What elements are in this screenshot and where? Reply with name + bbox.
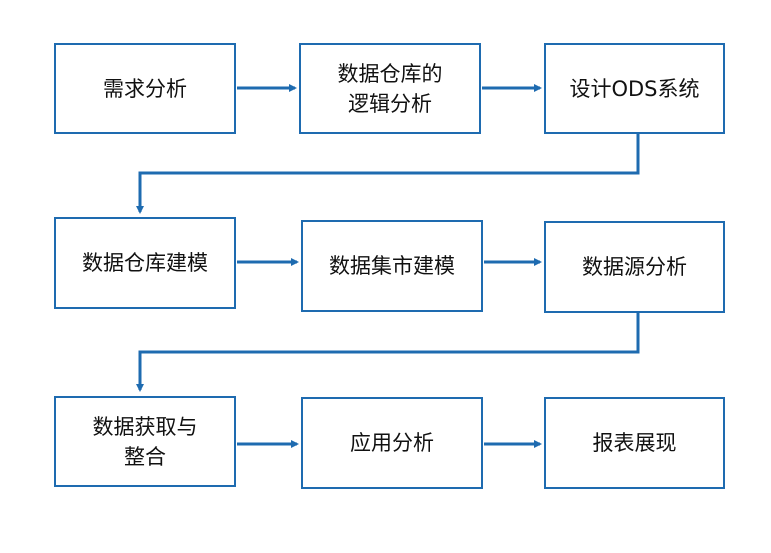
step-source-analysis-label: 数据源分析: [582, 255, 687, 279]
step-logical-analysis-label: 数据仓库的 逻辑分析: [337, 61, 443, 116]
step-reporting: 报表展现: [544, 397, 725, 489]
step-reporting-label: 报表展现: [592, 431, 677, 455]
step-ods-design-label: 设计ODS系统: [569, 76, 700, 101]
step-acquisition: 数据获取与 整合: [54, 396, 236, 487]
step-requirements: 需求分析: [54, 43, 236, 134]
step-source-analysis: 数据源分析: [544, 221, 725, 313]
step-app-analysis: 应用分析: [301, 397, 483, 489]
arrow-source-to-acquisition: [136, 313, 640, 392]
step-requirements-label: 需求分析: [103, 76, 187, 101]
step-acquisition-label: 数据获取与 整合: [92, 414, 198, 469]
step-dw-modeling-label: 数据仓库建模: [82, 251, 208, 275]
step-mart-modeling-label: 数据集市建模: [329, 254, 455, 278]
step-mart-modeling: 数据集市建模: [301, 220, 483, 312]
step-app-analysis-label: 应用分析: [350, 431, 434, 455]
step-logical-analysis: 数据仓库的 逻辑分析: [299, 43, 481, 134]
step-ods-design: 设计ODS系统: [544, 43, 725, 134]
step-dw-modeling: 数据仓库建模: [54, 217, 236, 309]
arrow-ods-to-dw-modeling: [136, 134, 640, 214]
